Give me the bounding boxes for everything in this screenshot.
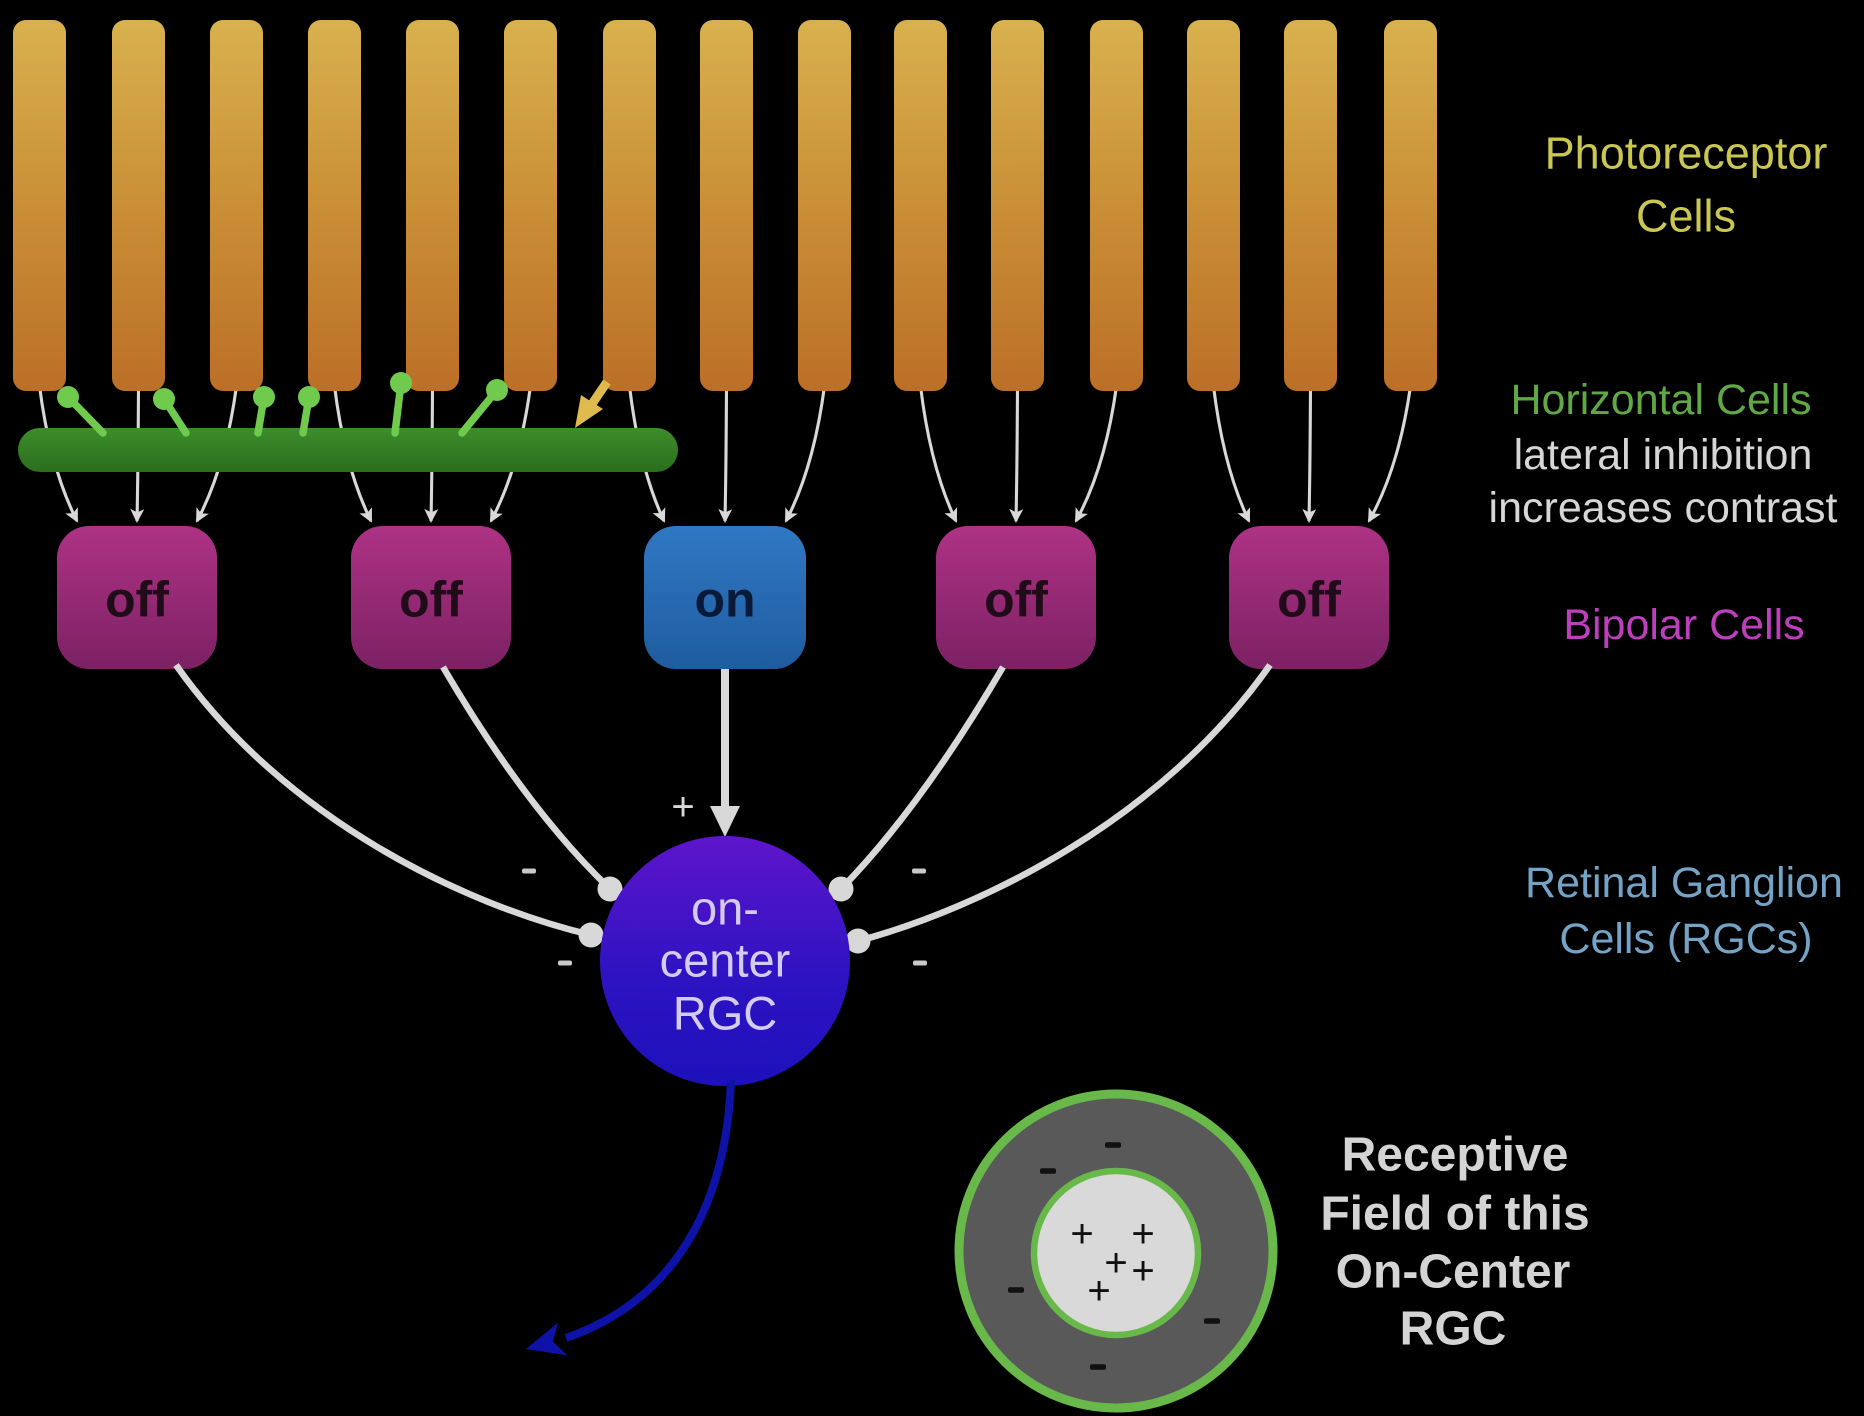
svg-text:center: center — [660, 934, 791, 987]
svg-text:+: + — [1131, 1212, 1154, 1256]
svg-text:Bipolar Cells: Bipolar Cells — [1563, 601, 1804, 649]
svg-text:+: + — [1131, 1249, 1154, 1293]
svg-text:on: on — [694, 572, 755, 628]
svg-text:Cells (RGCs): Cells (RGCs) — [1559, 915, 1812, 963]
svg-text:off: off — [1277, 572, 1341, 628]
svg-text:Cells: Cells — [1636, 191, 1736, 242]
svg-text:+: + — [1104, 1241, 1127, 1285]
svg-text:on-: on- — [691, 882, 759, 935]
svg-text:Horizontal Cells: Horizontal Cells — [1510, 376, 1811, 424]
svg-text:lateral inhibition: lateral inhibition — [1514, 431, 1813, 479]
svg-text:Field of this: Field of this — [1320, 1188, 1589, 1241]
svg-text:Photoreceptor: Photoreceptor — [1545, 128, 1828, 179]
svg-text:On-Center: On-Center — [1336, 1246, 1571, 1299]
svg-text:RGC: RGC — [673, 987, 777, 1040]
svg-text:+: + — [1087, 1269, 1110, 1313]
svg-text:+: + — [1070, 1212, 1093, 1256]
svg-text:Receptive: Receptive — [1342, 1129, 1569, 1182]
svg-text:off: off — [399, 572, 463, 628]
svg-text:off: off — [984, 572, 1048, 628]
svg-text:+: + — [671, 785, 694, 829]
svg-text:off: off — [105, 572, 169, 628]
svg-text:increases contrast: increases contrast — [1489, 484, 1838, 532]
svg-text:Retinal Ganglion: Retinal Ganglion — [1525, 859, 1843, 907]
svg-text:RGC: RGC — [1400, 1303, 1507, 1356]
